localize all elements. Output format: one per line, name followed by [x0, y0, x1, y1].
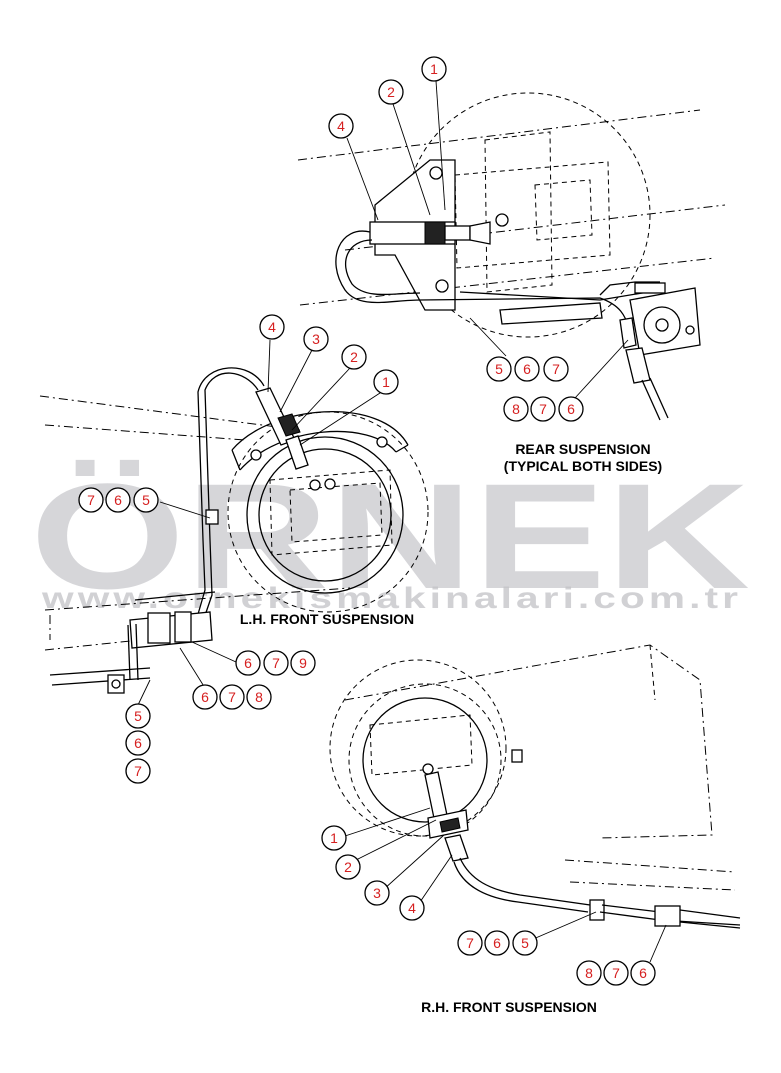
callout-lh-5b: 5: [125, 703, 151, 729]
svg-text:8: 8: [255, 689, 263, 705]
callout-lh-7c: 7: [219, 684, 245, 710]
callout-rear-6b: 6: [558, 396, 584, 422]
callout-rear-1: 1: [421, 56, 447, 82]
rear-callouts: 1 2 4 5 6 7 8 7 6: [328, 56, 629, 422]
svg-text:7: 7: [272, 655, 280, 671]
watermark-site: www.ornekismakinalari.com.tr: [41, 582, 742, 615]
svg-text:7: 7: [539, 401, 547, 417]
svg-text:2: 2: [387, 84, 395, 100]
callout-rear-8b: 8: [503, 396, 529, 422]
svg-text:7: 7: [228, 689, 236, 705]
callout-rh-4: 4: [399, 895, 425, 921]
svg-text:2: 2: [350, 349, 358, 365]
rear-suspension-caption: REAR SUSPENSION: [515, 441, 650, 457]
callout-lh-6d: 6: [125, 730, 151, 756]
rear-suspension-subcaption: (TYPICAL BOTH SIDES): [504, 458, 662, 474]
callout-lh-9: 9: [290, 650, 316, 676]
lh-callouts: 4 3 2 1 7 6 5 6 7 9 6 7 8 5 6 7: [78, 314, 399, 784]
svg-text:4: 4: [268, 319, 276, 335]
rh-callouts: 1 2 3 4 7 6 5 8 7 6: [321, 807, 667, 986]
svg-text:4: 4: [337, 118, 345, 134]
callout-rear-5: 5: [486, 356, 512, 382]
svg-text:5: 5: [142, 492, 150, 508]
callout-rh-6: 6: [484, 930, 510, 956]
svg-text:7: 7: [552, 361, 560, 377]
callout-rh-7: 7: [457, 930, 483, 956]
lh-front-suspension-caption: L.H. FRONT SUSPENSION: [240, 611, 414, 627]
svg-text:3: 3: [312, 331, 320, 347]
callout-rear-4: 4: [328, 113, 354, 139]
svg-text:5: 5: [495, 361, 503, 377]
svg-text:5: 5: [521, 935, 529, 951]
callout-lh-6b: 6: [235, 650, 261, 676]
lh-front-suspension-view: [39, 367, 429, 694]
callout-lh-5: 5: [133, 487, 159, 513]
svg-text:1: 1: [330, 830, 338, 846]
svg-text:3: 3: [373, 885, 381, 901]
callout-lh-6c: 6: [192, 684, 218, 710]
svg-text:6: 6: [639, 965, 647, 981]
callout-lh-1: 1: [373, 369, 399, 395]
callout-lh-6: 6: [105, 487, 131, 513]
svg-text:9: 9: [299, 655, 307, 671]
callout-rh-6b: 6: [630, 960, 656, 986]
callout-lh-3: 3: [303, 326, 329, 352]
svg-text:6: 6: [567, 401, 575, 417]
svg-text:7: 7: [612, 965, 620, 981]
svg-text:5: 5: [134, 708, 142, 724]
callout-rh-7b: 7: [603, 960, 629, 986]
svg-text:8: 8: [512, 401, 520, 417]
callout-rear-6: 6: [514, 356, 540, 382]
svg-text:8: 8: [585, 965, 593, 981]
callout-lh-2: 2: [341, 344, 367, 370]
svg-text:7: 7: [134, 763, 142, 779]
svg-text:6: 6: [114, 492, 122, 508]
callout-lh-8: 8: [246, 684, 272, 710]
svg-text:6: 6: [493, 935, 501, 951]
callout-rear-7: 7: [543, 356, 569, 382]
svg-text:1: 1: [382, 374, 390, 390]
rear-suspension-view: [297, 92, 726, 421]
callout-lh-4: 4: [259, 314, 285, 340]
svg-text:7: 7: [466, 935, 474, 951]
svg-text:1: 1: [430, 61, 438, 77]
callout-rear-7b: 7: [530, 396, 556, 422]
svg-text:7: 7: [87, 492, 95, 508]
callout-rear-2: 2: [378, 79, 404, 105]
callout-rh-3: 3: [364, 880, 390, 906]
rh-front-suspension-view: [329, 644, 741, 929]
callout-rh-8: 8: [576, 960, 602, 986]
svg-text:4: 4: [408, 900, 416, 916]
callout-rh-5: 5: [512, 930, 538, 956]
svg-text:2: 2: [344, 859, 352, 875]
callout-lh-7b: 7: [263, 650, 289, 676]
svg-text:6: 6: [523, 361, 531, 377]
callout-rh-2: 2: [335, 854, 361, 880]
svg-text:6: 6: [244, 655, 252, 671]
callout-rh-1: 1: [321, 825, 347, 851]
svg-text:6: 6: [201, 689, 209, 705]
svg-text:6: 6: [134, 735, 142, 751]
callout-lh-7d: 7: [125, 758, 151, 784]
callout-lh-7: 7: [78, 487, 104, 513]
rh-front-suspension-caption: R.H. FRONT SUSPENSION: [421, 999, 597, 1015]
